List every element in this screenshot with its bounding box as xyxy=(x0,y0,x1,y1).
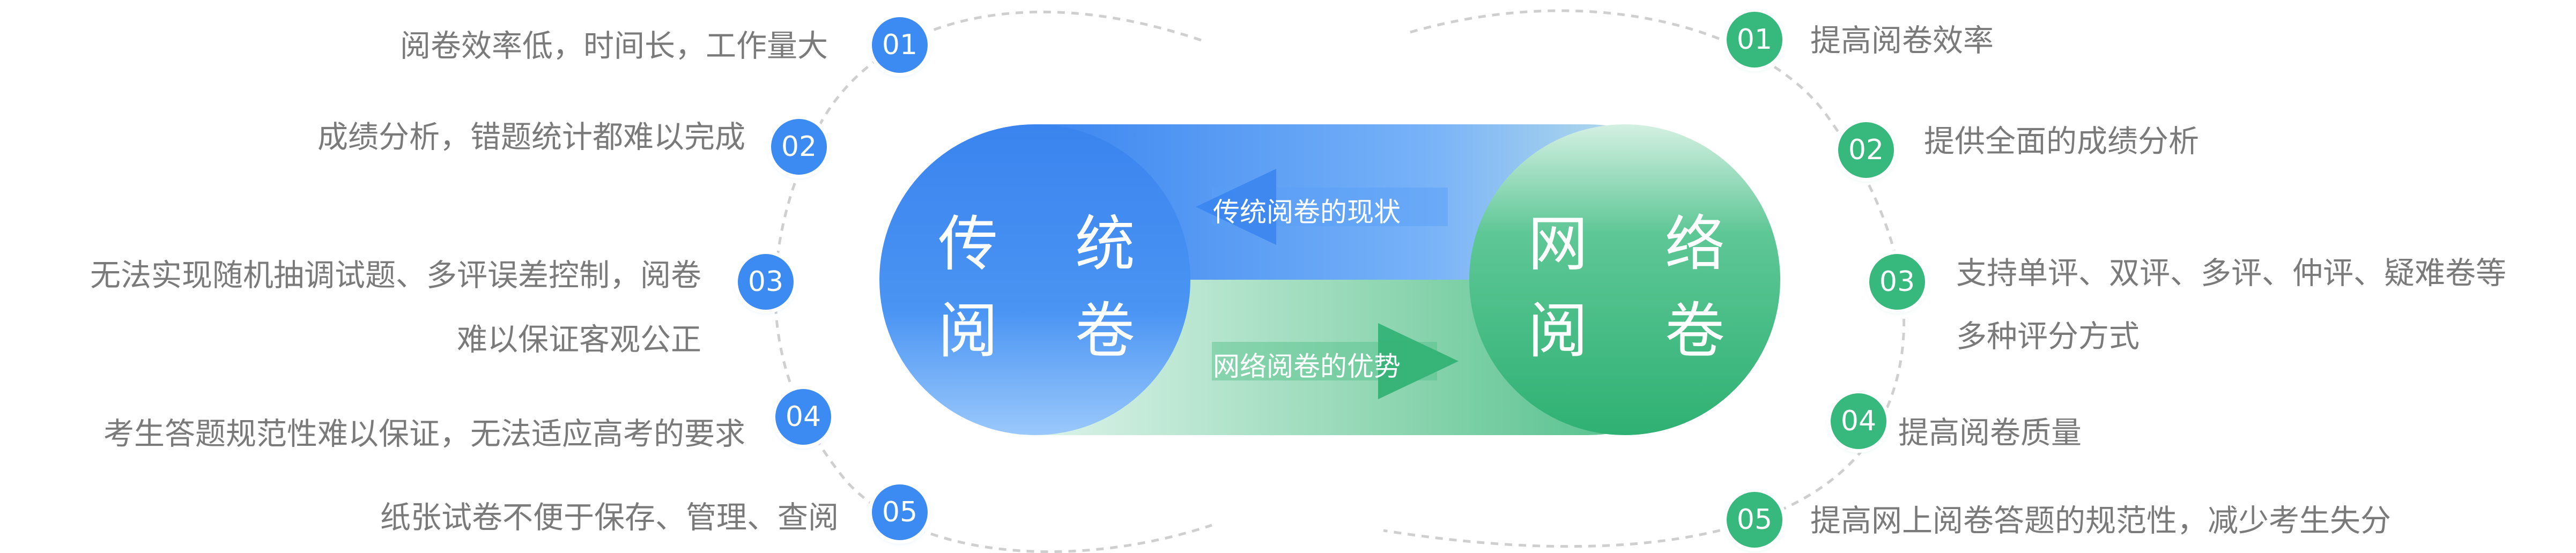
blue-circle xyxy=(879,124,1190,435)
right-badge-01: 01 xyxy=(1727,12,1782,68)
traditional-title-line2: 阅 卷 xyxy=(938,296,1164,367)
right-item-03-text-line2: 多种评分方式 xyxy=(1956,319,2140,354)
right-badge-05: 05 xyxy=(1727,492,1782,548)
network-title: 网 络 阅 卷 xyxy=(1518,201,1764,375)
left-item-03-text-line1: 无法实现随机抽调试题、多评误差控制，阅卷 xyxy=(90,258,701,293)
bottom-band-label: 网络阅卷的优势 xyxy=(1213,351,1401,382)
left-badge-05: 05 xyxy=(872,484,928,540)
left-badge-01: 01 xyxy=(872,17,928,73)
left-item-04-text: 考生答题规范性难以保证，无法适应高考的要求 xyxy=(103,416,745,452)
left-item-02-text: 成绩分析，错题统计都难以完成 xyxy=(317,119,745,155)
right-item-05-text: 提高网上阅卷答题的规范性，减少考生失分 xyxy=(1810,503,2391,539)
right-item-04-text: 提高阅卷质量 xyxy=(1898,415,2082,451)
green-circle xyxy=(1469,124,1780,435)
traditional-title-line1: 传 统 xyxy=(938,210,1164,279)
right-item-02-text: 提供全面的成绩分析 xyxy=(1924,124,2199,159)
left-item-03-text-line2: 难以保证客观公正 xyxy=(457,322,701,357)
top-band-label: 传统阅卷的现状 xyxy=(1213,197,1401,228)
right-item-03-text-line1: 支持单评、双评、多评、仲评、疑难卷等 xyxy=(1956,256,2506,291)
right-badge-04: 04 xyxy=(1831,393,1886,449)
left-badge-02: 02 xyxy=(771,119,827,175)
network-title-line1: 网 络 xyxy=(1528,210,1754,279)
left-badge-03: 03 xyxy=(738,254,794,310)
traditional-title: 传 统 阅 卷 xyxy=(928,201,1174,375)
left-dashed-arc xyxy=(774,10,1212,553)
right-dashed-arc xyxy=(1383,9,1906,548)
left-item-05-text: 纸张试卷不便于保存、管理、查阅 xyxy=(380,500,839,535)
right-badge-02: 02 xyxy=(1838,122,1894,178)
network-title-line2: 阅 卷 xyxy=(1528,296,1754,367)
right-arrow-icon xyxy=(1212,323,1459,399)
right-badge-03: 03 xyxy=(1869,254,1925,310)
left-arrow-icon xyxy=(1196,169,1448,245)
right-item-01-text: 提高阅卷效率 xyxy=(1810,23,1994,58)
left-badge-04: 04 xyxy=(775,389,831,445)
left-item-01-text: 阅卷效率低，时间长，工作量大 xyxy=(400,28,828,64)
